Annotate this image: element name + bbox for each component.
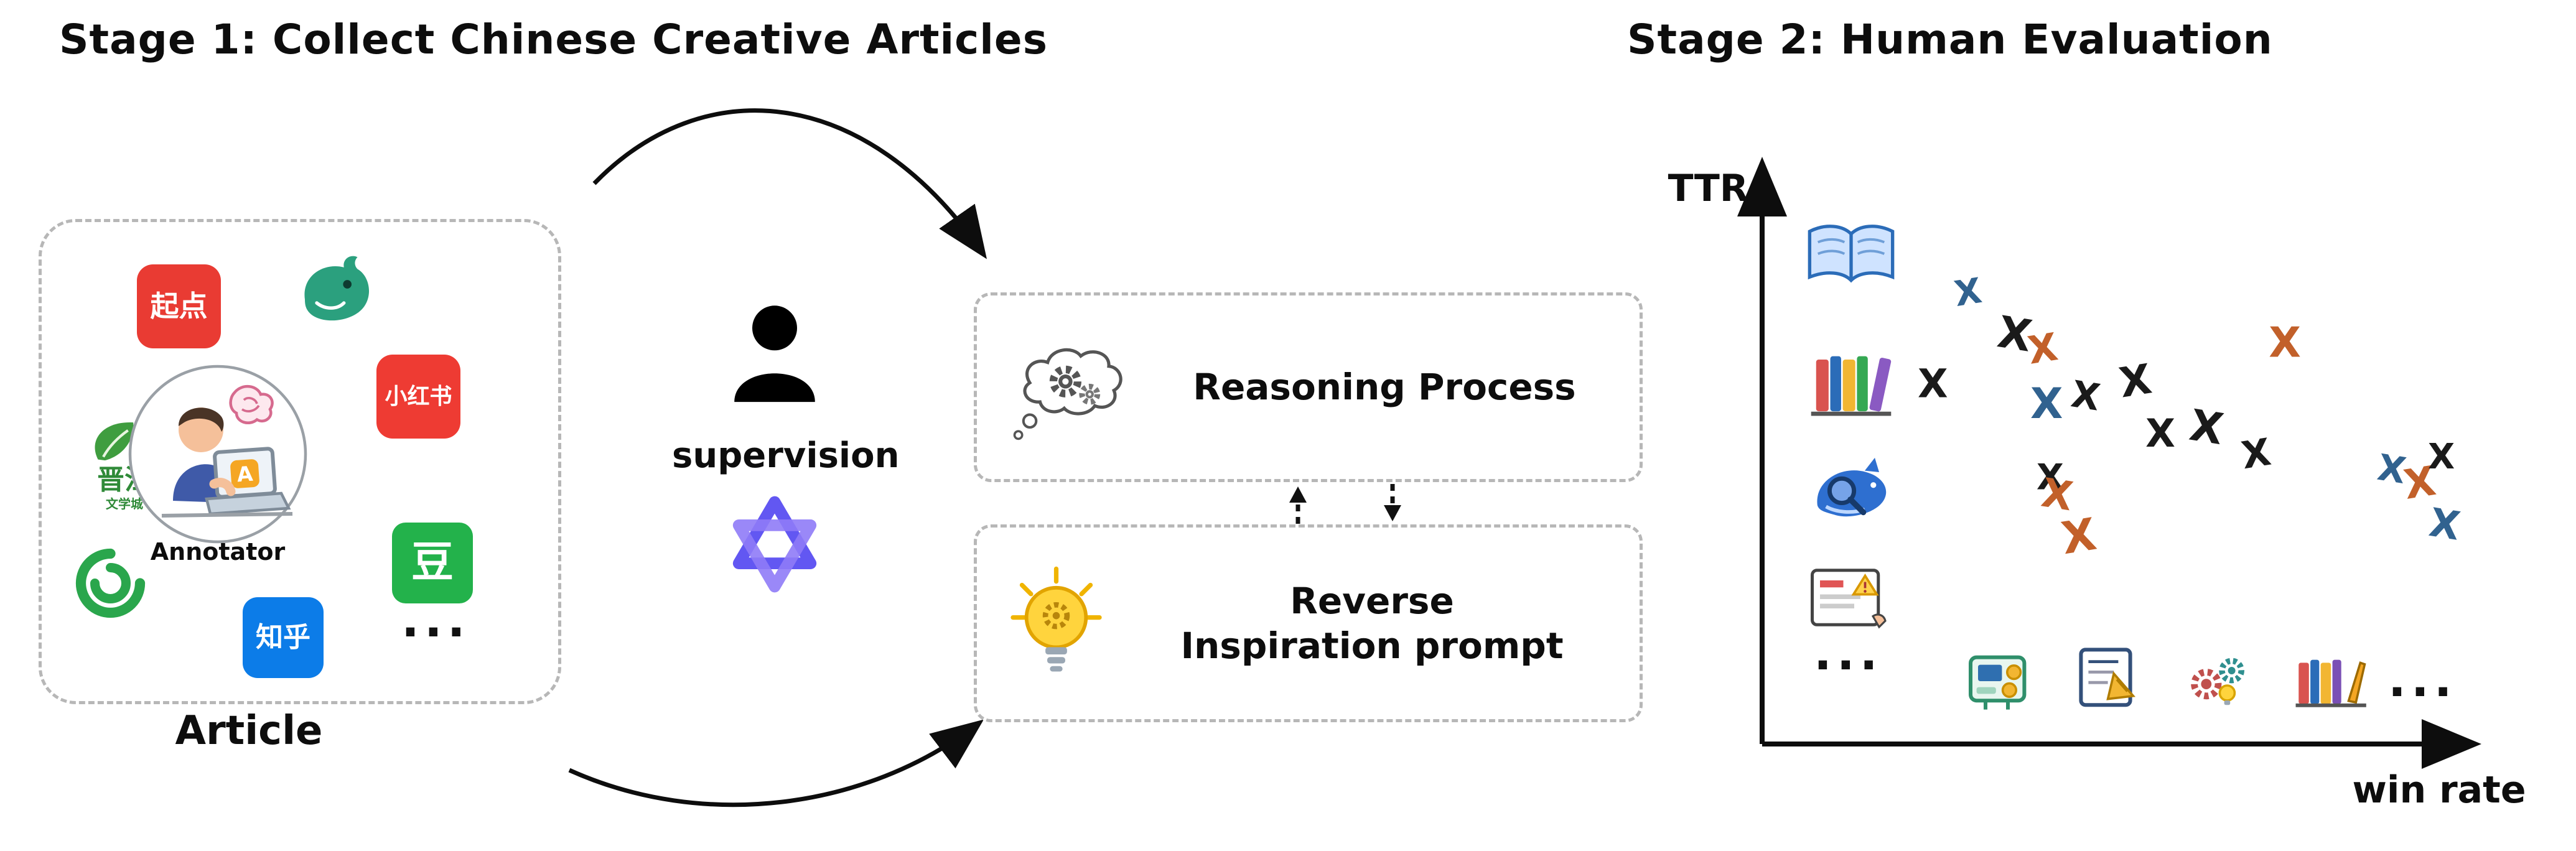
scatter-point-orange: X [2269,318,2301,367]
dashed-arrow-up-head [1289,486,1307,503]
flow-arrow-bottom [568,719,984,807]
supervision-label: supervision [672,435,900,476]
dashed-arrow-down-head [1384,505,1401,521]
scatter-point-black: X [2239,430,2274,478]
xiaohongshu-label: 小红书 [385,383,452,409]
scatter-point-black: X [1918,361,1948,407]
thought-gears-icon [1002,327,1136,448]
detective-dolphin-icon [1804,449,1898,533]
draft-ruler-icon [2072,641,2147,715]
reverse-inspiration-box: Reverse Inspiration prompt [974,524,1643,722]
annotator-label: Annotator [150,538,286,565]
brain-thought-icon [229,385,274,424]
supervisor-person-icon [719,297,831,412]
zhihu-app-icon: 知乎 [243,597,324,678]
scatter-point-black: X [2036,457,2064,498]
more-apps-ellipsis: ... [401,592,470,648]
reasoning-process-label: Reasoning Process [1193,366,1576,409]
qidian-app-icon: 起点 [137,264,221,348]
x-axis-more-ellipsis: ... [2388,652,2457,707]
reverse-inspiration-label: Reverse Inspiration prompt [1129,579,1615,669]
open-book-icon [1801,219,1901,300]
book-stack-icon [1804,336,1898,426]
y-axis-more-ellipsis: ... [1814,625,1883,681]
scatter-point-orange: X [2025,325,2061,373]
win-rate-axis-label: win rate [2352,768,2526,812]
terminal-coins-icon [1963,644,2038,718]
qwen-logo-icon [722,491,828,597]
scatter-point-blue: X [2426,500,2463,549]
lightbulb-idea-icon [1002,558,1111,689]
scatter-point-black: X [2145,411,2175,457]
reverse-line2: Inspiration prompt [1180,625,1564,667]
gears-bulb-icon [2181,641,2256,715]
ttr-axis-label: TTR [1668,167,1748,210]
jinjiang-sublabel: 文学城 [106,496,143,511]
scatter-point-black: X [2427,436,2455,477]
annotator-illustration: A [124,361,311,547]
flow-arrow-top [592,108,987,259]
qidian-label: 起点 [150,289,208,323]
poster-sign-icon [1804,559,1898,636]
scatter-point-orange: X [2038,470,2076,521]
whale-app-icon [286,247,380,340]
green-swirl-app-icon [72,544,149,622]
article-label: Article [175,708,323,754]
scatter-point-blue: X [1951,271,1985,315]
scatter-point-orange: X [2058,508,2100,565]
scatter-point-blue: X [2030,379,2063,429]
xiaohongshu-app-icon: 小红书 [376,355,460,439]
reasoning-process-box: Reasoning Process [974,292,1643,482]
douban-label: 豆 [411,538,454,588]
zhihu-label: 知乎 [256,621,310,653]
scatter-point-black: X [2116,355,2155,407]
douban-app-icon: 豆 [392,523,473,603]
article-sources-box: 起点 小红书 晋江 文学城 A [39,219,561,704]
scatter-point-black: X [2186,400,2227,455]
scatter-point-black: X [2068,372,2103,419]
stage1-title: Stage 1: Collect Chinese Creative Articl… [59,16,1048,63]
stage2-title: Stage 2: Human Evaluation [1627,16,2273,63]
books-pen-icon [2290,641,2371,715]
annotator-badge: A [236,462,254,487]
reverse-line1: Reverse [1290,579,1454,622]
